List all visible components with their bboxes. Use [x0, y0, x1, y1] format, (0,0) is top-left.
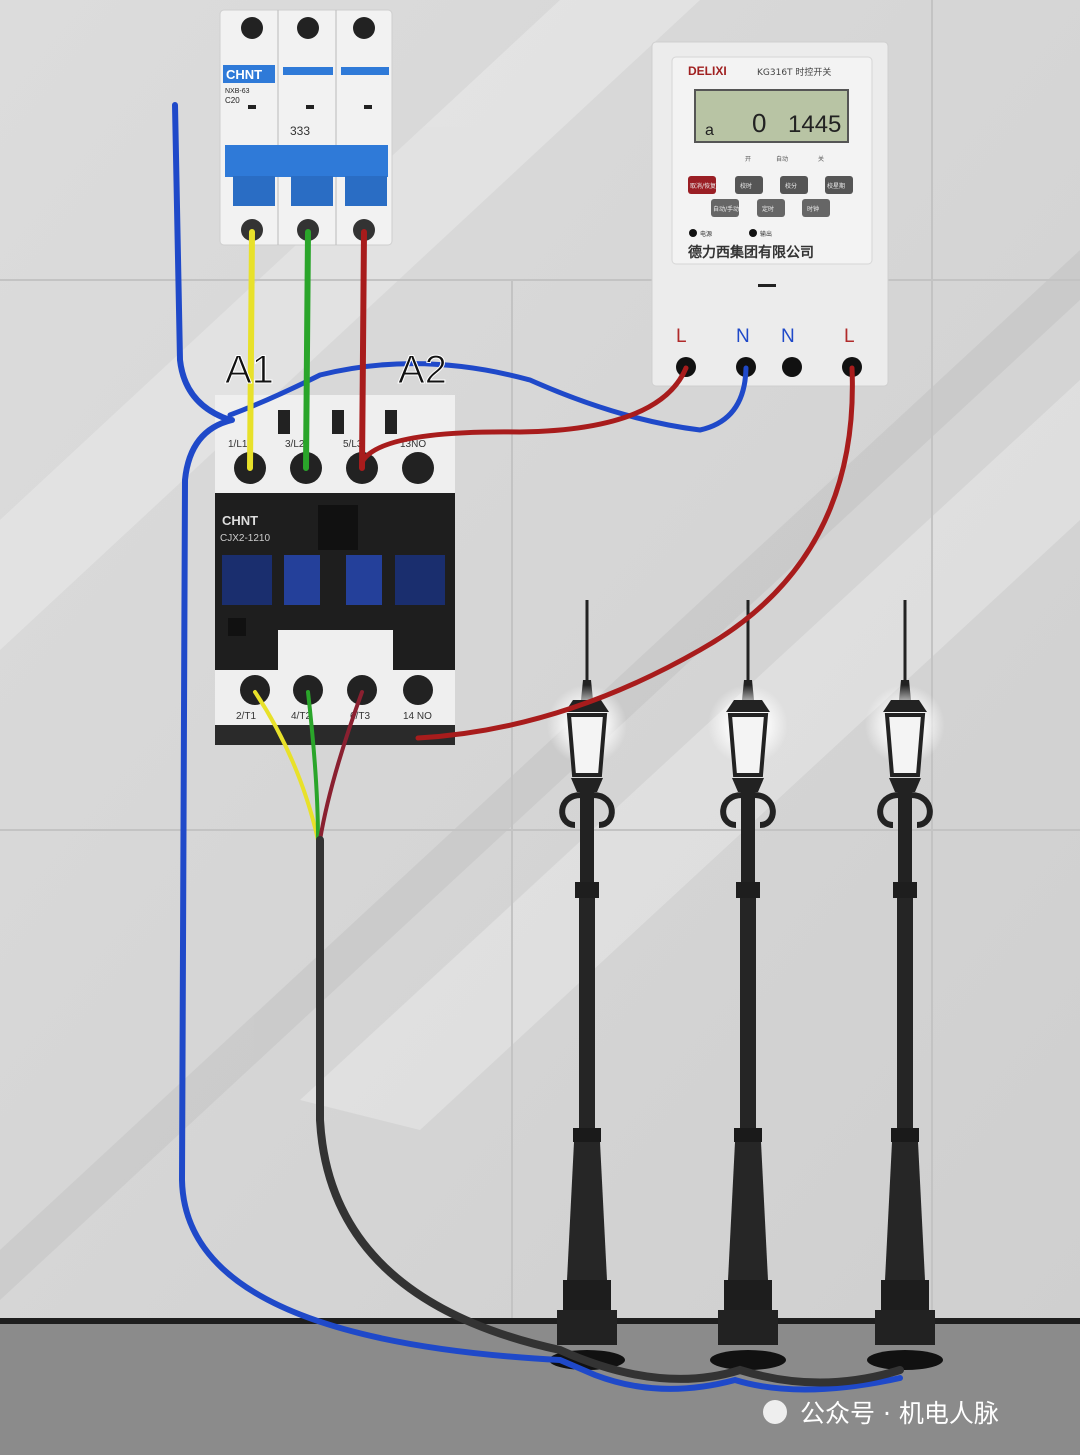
breaker-marks: 333 — [290, 124, 310, 138]
output-led-label: 输出 — [760, 230, 772, 238]
terminal-2-t1: 2/T1 — [236, 711, 256, 722]
breaker-model: NXB-63 — [225, 88, 250, 95]
timer-button[interactable] — [757, 199, 785, 217]
status-auto: 自动 — [776, 155, 788, 163]
wire-neutral-in — [172, 102, 233, 423]
timer-model: KG316T 时控开关 — [757, 66, 831, 78]
breaker-brand: CHNT — [226, 67, 262, 82]
terminal-label-n2: N — [781, 326, 795, 347]
button-label: 时钟 — [807, 205, 819, 213]
set-hour-button[interactable] — [735, 176, 763, 194]
timer-manufacturer: 德力西集团有限公司 — [688, 244, 814, 261]
terminal-label-n1: N — [736, 326, 750, 347]
terminal-3-l2: 3/L2 — [285, 439, 305, 450]
button-label: 校时 — [740, 182, 752, 190]
wire-t1 — [253, 690, 320, 842]
wechat-icon — [763, 1400, 787, 1424]
wire-t3 — [318, 690, 364, 842]
clock-button[interactable] — [802, 199, 830, 217]
lcd-time: 1445 — [788, 111, 841, 138]
lcd-display — [694, 89, 849, 143]
wire-neutral-out — [178, 417, 903, 1393]
terminal-4-t2: 4/T2 — [291, 711, 311, 722]
button-label: 取消/恢复 — [690, 182, 716, 190]
button-label: 校星期 — [827, 182, 845, 190]
wire-l3 — [359, 229, 367, 471]
power-led-label: 电源 — [700, 230, 712, 238]
terminal-label-l2: L — [844, 326, 855, 347]
watermark-text: 公众号 · 机电人脉 — [800, 1399, 999, 1428]
terminal-14-no: 14 NO — [403, 711, 432, 722]
baseboard — [0, 1318, 1080, 1324]
button-label: 自动/手动 — [713, 205, 739, 213]
output-led — [749, 229, 757, 237]
wires — [172, 102, 904, 1393]
terminal-1-l1: 1/L1 — [228, 439, 248, 450]
breaker-handle[interactable] — [225, 145, 388, 177]
time-switch: DELIXI KG316T 时控开关 a 0 1445 开 自动 关 取消/恢复… — [651, 41, 889, 387]
contactor-brand: CHNT — [222, 513, 258, 528]
load-cable — [316, 836, 904, 1387]
terminal-13-no: 13NO — [400, 439, 426, 450]
watermark: 公众号 · 机电人脉 — [763, 1399, 999, 1428]
auto-manual-button[interactable] — [711, 199, 739, 217]
terminal-6-t3: 6/T3 — [350, 711, 370, 722]
circuit-breaker: CHNT NXB-63 C20 333 — [219, 9, 393, 246]
terminal-label-l1: L — [676, 326, 687, 347]
set-week-button[interactable] — [825, 176, 853, 194]
timer-brand: DELIXI — [688, 64, 727, 78]
lcd-day: a — [705, 122, 714, 139]
button-label: 定时 — [762, 205, 774, 213]
contactor: 1/L1 3/L2 5/L3 13NO CHNT CJX2-1210 2/T1 … — [215, 395, 455, 745]
lcd-mode: 0 — [752, 108, 766, 138]
wire-l2 — [303, 229, 311, 471]
wire-l1 — [247, 229, 255, 471]
status-off: 关 — [818, 155, 824, 163]
power-led — [689, 229, 697, 237]
label-a2: A2 — [398, 348, 447, 392]
set-minute-button[interactable] — [780, 176, 808, 194]
status-on: 开 — [745, 156, 751, 163]
button-label: 校分 — [785, 182, 797, 190]
label-a1: A1 — [225, 348, 274, 392]
wire-timer-l-out — [415, 365, 855, 741]
wire-t2 — [306, 690, 320, 842]
terminal-5-l3: 5/L3 — [343, 439, 363, 450]
light-stripes — [0, 250, 1080, 1300]
wire-timer-l-in — [359, 365, 689, 465]
contactor-model: CJX2-1210 — [220, 533, 270, 544]
breaker-rating: C20 — [225, 96, 240, 105]
cancel-restore-button[interactable] — [688, 176, 716, 194]
